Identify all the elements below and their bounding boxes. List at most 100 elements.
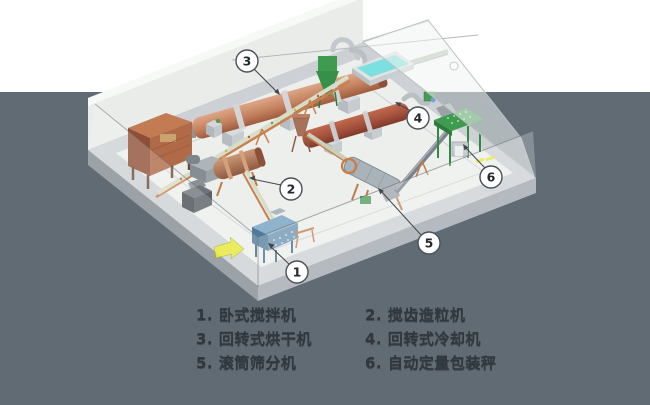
aux-motor-dot (216, 119, 220, 123)
dot (247, 135, 251, 139)
callout-circle-4 (406, 106, 430, 130)
legend-item-1: 1. 卧式搅拌机 (196, 305, 297, 324)
feeder-front (182, 192, 194, 213)
leader-1 (270, 246, 291, 266)
dot (316, 94, 320, 98)
gran-drum-group (213, 147, 266, 180)
gran-ring-1 (221, 155, 233, 180)
callout-circle-3 (235, 49, 259, 73)
furnace-top (128, 113, 192, 138)
mixer-right (268, 223, 298, 251)
legend-item-2: 2. 搅齿造粒机 (365, 305, 466, 324)
cooler-ring-2 (362, 110, 374, 134)
pier-left (222, 131, 232, 148)
cooler-outlet-pipe (401, 92, 431, 106)
back-wall (88, 0, 363, 150)
packer-conveyor (394, 128, 450, 194)
arrow-6 (463, 144, 469, 151)
surge-hopper (291, 114, 311, 153)
dot (287, 239, 289, 241)
mixer-front (252, 227, 268, 251)
callout-number-3: 3 (243, 54, 252, 69)
gran-base-top (190, 156, 228, 171)
cyclone-leg-2 (334, 91, 338, 107)
callout-number-2: 2 (287, 182, 296, 197)
feeder-right (194, 191, 212, 213)
pier-right (372, 126, 382, 140)
leader-2 (251, 178, 282, 186)
arrow-4 (395, 102, 402, 107)
screener-rib-3 (377, 172, 386, 189)
dot (293, 108, 297, 112)
cooler-drum-group (302, 103, 410, 148)
legend-item-3: 3. 回转式烘干机 (196, 329, 312, 348)
screener-motor (360, 196, 371, 204)
hopper-cone (292, 117, 310, 137)
furnace-seam-1 (151, 134, 191, 151)
leader-4 (397, 103, 412, 112)
trestle-leg-1 (295, 235, 299, 249)
glass-wall-front-left (88, 104, 258, 286)
dot (293, 236, 295, 238)
aux-feeder-box (206, 119, 222, 138)
gran-end-cap (254, 147, 266, 167)
furnace-seam-2 (151, 144, 191, 161)
leader-3 (253, 68, 278, 93)
aux-right (214, 124, 222, 138)
dryer-ring-1 (232, 103, 246, 131)
callout-number-6: 6 (487, 170, 496, 185)
mixer-mesh-dots (273, 231, 295, 246)
arrow-2 (249, 175, 255, 181)
cyclone-body (318, 56, 337, 71)
screener-inlet-ring (340, 157, 358, 175)
fan-valve (430, 97, 436, 103)
conveyor-frame (155, 79, 351, 199)
feeder-machine (182, 178, 212, 213)
callout-circle-1 (285, 260, 309, 284)
callout-circle-6 (479, 165, 503, 189)
yellow-floor-marks (475, 155, 495, 164)
trestle-leg-2 (311, 229, 315, 243)
arrow-1 (268, 243, 275, 249)
callout-circle-5 (417, 231, 441, 255)
leader-5 (380, 190, 422, 236)
right-gable-wall (361, 19, 536, 178)
screener-rib-2 (364, 166, 374, 183)
dot (275, 244, 277, 246)
back-wall-top-edge (88, 0, 358, 106)
rotary-cooler (302, 91, 436, 155)
trestle-stand (293, 227, 315, 249)
gable-vent (449, 61, 459, 71)
hopper-leg-2 (305, 135, 311, 153)
dot (285, 234, 287, 236)
packer-conveyor-support (415, 160, 429, 178)
tank-side-left (352, 68, 370, 86)
dot (447, 117, 449, 119)
plinth-left-face (88, 150, 258, 301)
dot (451, 122, 453, 124)
glass-wall-right-edge (257, 130, 534, 238)
mixer-hopper (270, 208, 286, 215)
equipment-legend: 1. 卧式搅拌机 2. 搅齿造粒机 3. 回转式烘干机 4. 回转式冷却机 5.… (196, 302, 496, 374)
callout-leaders (251, 68, 486, 266)
dot (279, 237, 281, 239)
feeder-top (182, 185, 212, 198)
packer-conveyor-edge (395, 128, 449, 191)
cooler-ring-1 (328, 120, 340, 144)
conveyor-belt (156, 75, 350, 195)
screener-feed-belt (306, 132, 354, 165)
leader-6 (464, 146, 486, 169)
cyclone-pipe-1 (330, 37, 361, 61)
cooler-drum (302, 103, 410, 148)
mixer-top (252, 215, 298, 235)
legend-item-5: 5. 滚筒筛分机 (196, 353, 297, 372)
callout-arrowheads (249, 88, 469, 249)
plinth-right-face (258, 178, 536, 301)
hopper-rim (292, 114, 310, 118)
callout-number-4: 4 (414, 111, 423, 126)
dot (457, 120, 459, 122)
aux-left (206, 124, 214, 138)
horizontal-mixer (252, 208, 298, 263)
legend-item-4: 4. 回转式冷却机 (365, 329, 481, 348)
